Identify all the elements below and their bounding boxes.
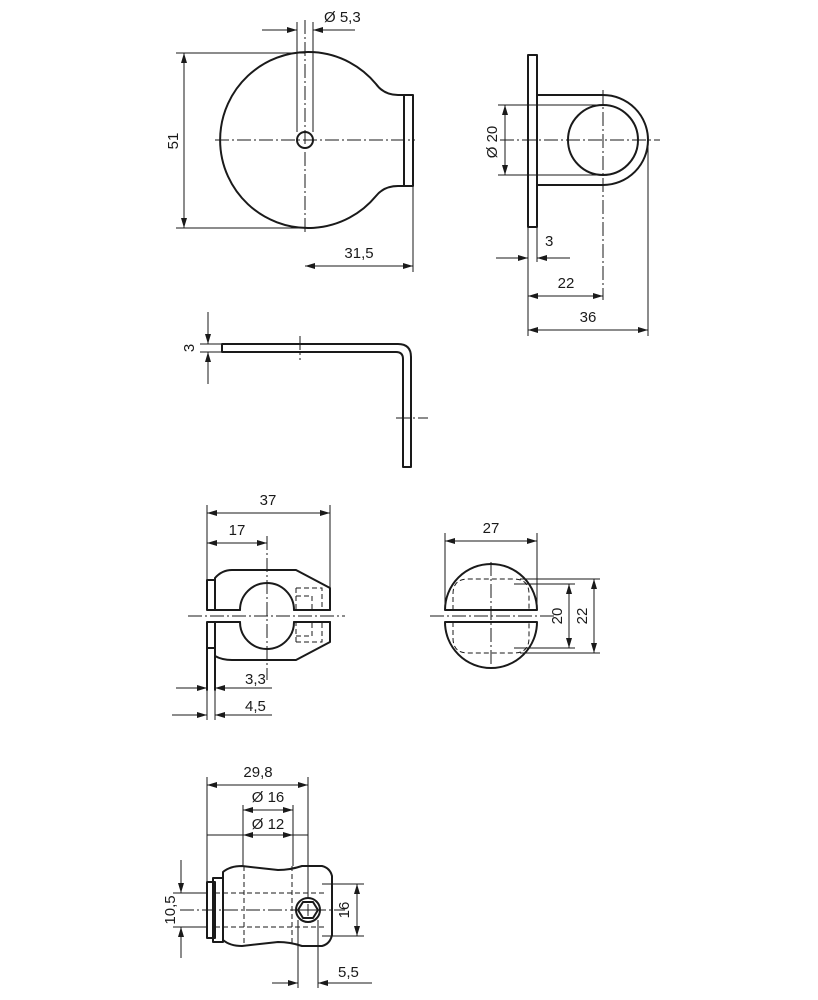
- dim-clamp-gap: 3,3: [245, 671, 266, 688]
- dim-clamp-outer-height: 22: [574, 608, 591, 625]
- clamp-top-view: 29,8 Ø 16 Ø 12 10,5 16 5,5: [162, 764, 372, 988]
- dim-clamp-inner-height: 20: [549, 608, 566, 625]
- bent-plate-view: 3: [181, 312, 428, 468]
- dim-clamp-side-width: 27: [483, 520, 500, 537]
- clamp-front-view: 37 17 3,3 4,5: [172, 492, 345, 720]
- side-plate: [527, 54, 538, 228]
- dim-top-screw-offset: 5,5: [338, 964, 359, 981]
- dim-side-thickness: 3: [545, 233, 553, 250]
- clamp-top-body: [222, 865, 333, 947]
- clamp-side-lower: [444, 621, 538, 669]
- clamp-upper-half: [214, 569, 331, 611]
- dim-clamp-width: 37: [260, 492, 277, 509]
- dim-plate-offset: 31,5: [344, 245, 373, 262]
- clamp-side-upper: [444, 563, 538, 611]
- dim-clamp-offset: 4,5: [245, 698, 266, 715]
- dim-plate-height: 51: [165, 133, 182, 150]
- dim-top-bore-outer: Ø 16: [252, 789, 285, 806]
- dim-top-bore-inner: Ø 12: [252, 816, 285, 833]
- dim-clamp-center: 17: [229, 522, 246, 539]
- plate-top-view: Ø 5,3 51 31,5: [165, 9, 415, 272]
- clamp-lower-half: [214, 621, 331, 661]
- clamp-side-view: 27 20 22: [430, 520, 600, 672]
- dim-bent-thickness: 3: [181, 344, 198, 352]
- dim-top-height: 10,5: [162, 895, 179, 924]
- dim-loop-diameter: Ø 20: [484, 126, 501, 159]
- dim-side-inner: 22: [558, 275, 575, 292]
- dim-side-overall: 36: [580, 309, 597, 326]
- bent-plate-outline: [221, 343, 412, 468]
- dim-top-length: 29,8: [243, 764, 272, 781]
- dim-hole-diameter: Ø 5,3: [324, 9, 361, 26]
- plate-side-view: Ø 20 3 22 36: [484, 54, 660, 336]
- dim-top-depth: 16: [336, 902, 353, 919]
